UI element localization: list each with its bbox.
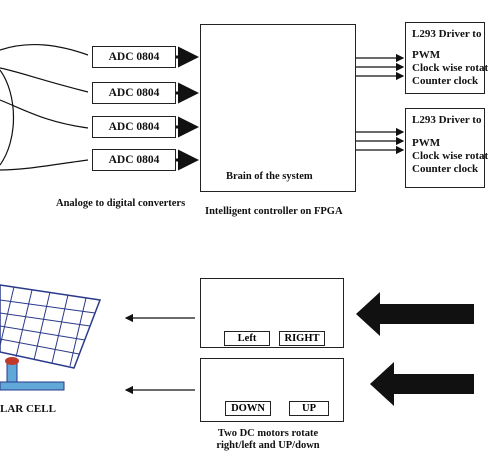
driver-title: L293 Driver to [412,28,482,40]
motors-caption-line-2: right/left and UP/down [216,440,320,451]
down-gesture-button: DOWN [225,401,271,416]
adc-block-1: ADC 0804 [92,46,176,68]
fpga-caption: Intelligent controller on FPGA [205,206,343,217]
solar-cell-label: LAR CELL [0,403,56,415]
adc-label: ADC 0804 [108,51,160,63]
sensor-wires [0,43,89,171]
adc-label: ADC 0804 [108,154,160,166]
fpga-inner-label: Brain of the system [226,171,313,182]
right-gesture-button: RIGHT [279,331,325,346]
driver-line-pwm: PWM [412,137,441,149]
panel-feedback-arrows [124,313,195,395]
fpga-to-driver-arrows [355,53,405,155]
motors-caption: Two DC motors rotate right/left and UP/d… [210,428,326,452]
driver-line-cw: Clock wise rotat [412,62,488,74]
gesture-input-arrows [356,292,474,406]
adc-block-3: ADC 0804 [92,116,176,138]
adc-label: ADC 0804 [108,121,160,133]
adc-block-2: ADC 0804 [92,82,176,104]
driver-title: L293 Driver to [412,114,482,126]
driver-box-1: L293 Driver to PWM Clock wise rotat Coun… [405,22,488,94]
adc-caption: Analoge to digital converters [56,198,186,209]
driver-line-cw: Clock wise rotat [412,150,488,162]
left-gesture-button: Left [224,331,270,346]
up-gesture-button: UP [289,401,329,416]
motors-caption-line-1: Two DC motors rotate [217,428,319,439]
fpga-controller-box [200,24,356,192]
solar-panel-graphic [0,284,102,391]
adc-to-fpga-arrows [176,46,199,171]
driver-line-ccw: Counter clock [412,163,479,175]
driver-line-ccw: Counter clock [412,75,479,87]
adc-label: ADC 0804 [108,87,160,99]
gesture-panel-up-down: DOWN UP [200,358,344,422]
driver-box-2: L293 Driver to PWM Clock wise rotat Coun… [405,108,488,188]
adc-block-4: ADC 0804 [92,149,176,171]
driver-line-pwm: PWM [412,49,441,61]
gesture-panel-left-right: Left RIGHT [200,278,344,348]
